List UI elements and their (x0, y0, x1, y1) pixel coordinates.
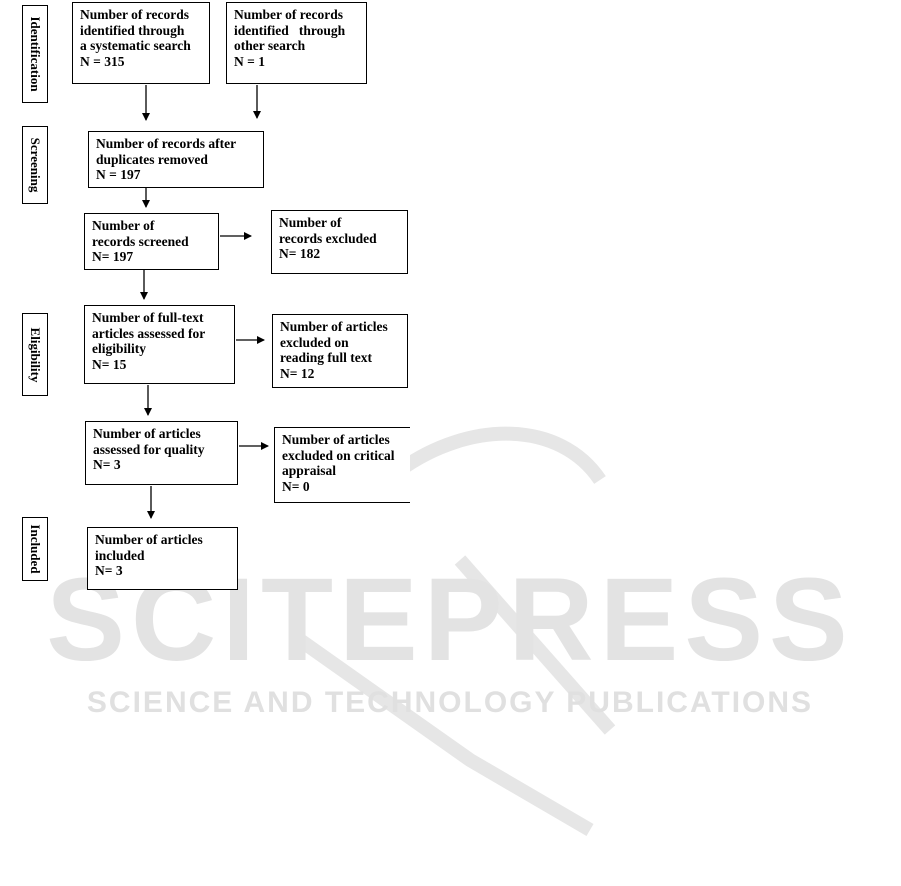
stage-eligibility-label: Eligibility (28, 327, 43, 382)
box-line: N= 3 (95, 563, 123, 578)
stage-identification-label: Identification (28, 16, 43, 92)
box-line: N = 315 (80, 53, 125, 69)
box-line: N = 1 (234, 53, 265, 69)
box-line: Number of full-text (92, 310, 204, 325)
box-line: records excluded (279, 230, 377, 246)
stage-included: Included (22, 517, 48, 581)
box-line: Number of articles (95, 532, 203, 547)
box-line: other search (234, 38, 306, 53)
box-line: appraisal (282, 463, 337, 478)
box-line: N= 197 (92, 249, 134, 264)
watermark-logo-shape (295, 426, 616, 837)
box-line: N = 197 (96, 167, 141, 182)
box-after-duplicates: Number of records after duplicates remov… (88, 131, 264, 188)
box-line: N= 182 (279, 246, 321, 261)
box-excluded-full-text: Number of articles excluded on reading f… (272, 314, 408, 388)
box-line: Number of (92, 218, 155, 233)
box-line: N= 12 (280, 365, 315, 381)
stage-screening-label: Screening (28, 137, 43, 193)
box-other-search: Number of records identified through oth… (226, 2, 367, 84)
box-line: N= 3 (93, 457, 121, 472)
box-line: N= 15 (92, 356, 127, 372)
box-line: a systematic search (80, 38, 191, 53)
box-line: Number of articles (280, 319, 388, 334)
box-line: records screened (92, 233, 189, 249)
stage-included-label: Included (28, 524, 43, 574)
box-records-excluded: Number of records excluded N= 182 (271, 210, 408, 274)
box-line: Number of records (234, 7, 343, 22)
box-line: assessed for quality (93, 441, 205, 457)
box-line: excluded on critical (282, 447, 395, 463)
stage-identification: Identification (22, 5, 48, 103)
box-line: articles assessed for (92, 325, 206, 341)
stage-eligibility: Eligibility (22, 313, 48, 396)
box-line: eligibility (92, 341, 146, 356)
stage-screening: Screening (22, 126, 48, 204)
box-line: Number of records (80, 7, 189, 22)
box-line: Number of (279, 215, 342, 230)
box-line: Number of articles (282, 432, 390, 447)
box-full-text-assessed: Number of full-text articles assessed fo… (84, 305, 235, 384)
box-line: reading full text (280, 350, 372, 365)
box-line: included (95, 547, 145, 563)
box-assessed-quality: Number of articles assessed for quality … (85, 421, 238, 485)
box-included: Number of articles included N= 3 (87, 527, 238, 590)
box-line: duplicates removed (96, 151, 208, 167)
watermark-tagline: SCIENCE AND TECHNOLOGY PUBLICATIONS (87, 686, 813, 719)
box-line: excluded on (280, 334, 349, 350)
box-line: identified through (80, 22, 185, 38)
box-line: Number of articles (93, 426, 201, 441)
box-excluded-critical: Number of articles excluded on critical … (274, 427, 410, 503)
box-line: identified through (234, 22, 346, 38)
box-line: N= 0 (282, 478, 310, 494)
box-line: Number of records after (96, 136, 237, 151)
box-records-screened: Number of records screened N= 197 (84, 213, 219, 270)
box-systematic-search: Number of records identified through a s… (72, 2, 210, 84)
